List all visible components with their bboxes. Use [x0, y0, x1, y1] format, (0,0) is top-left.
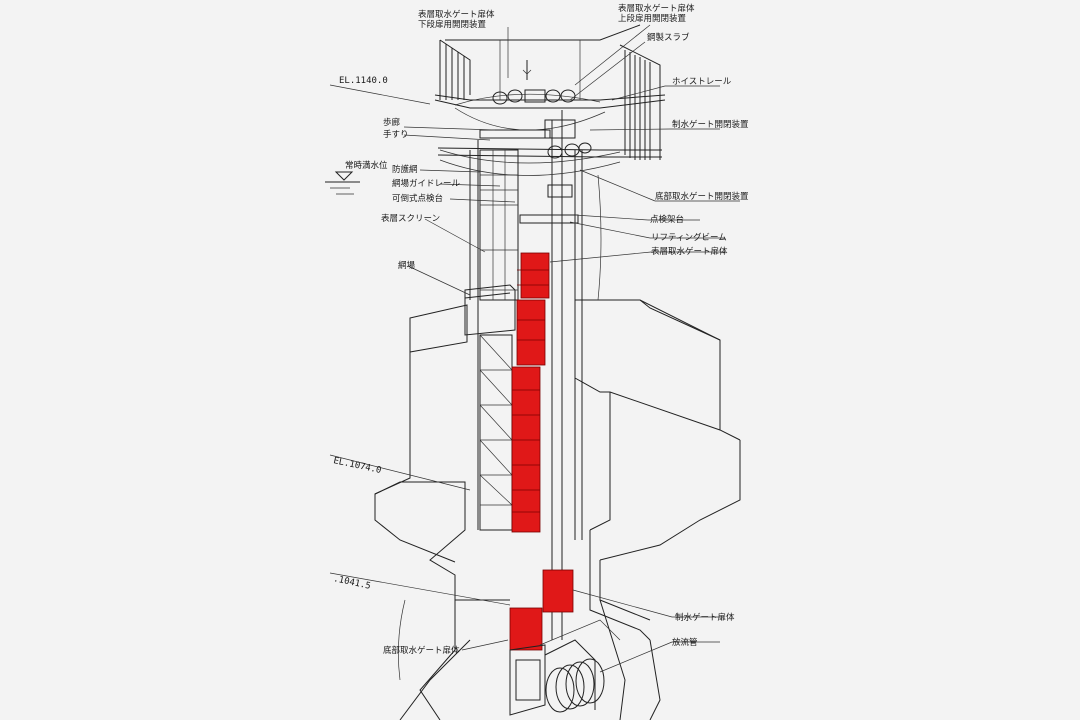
- label-handrail: 手すり: [383, 129, 409, 140]
- label-steel-slab: 鋼製スラブ: [647, 32, 690, 43]
- label-upper-gate-lower-hoist-2: 下段扉用開閉装置: [418, 19, 487, 30]
- label-upper-gate-lower-hoist-1: 表層取水ゲート扉体: [418, 9, 495, 20]
- label-surface-screen: 表層スクリーン: [381, 213, 440, 224]
- label-upper-gate-upper-hoist-2: 上段扉用開閉装置: [618, 13, 687, 24]
- label-upper-gate-upper-hoist-1: 表層取水ゲート扉体: [618, 3, 695, 14]
- label-walkway: 歩廊: [383, 117, 401, 128]
- label-bottom-gate-hoist: 底部取水ゲート開閉装置: [655, 191, 749, 202]
- gate-leaf-1: [520, 252, 550, 299]
- gate-leaf-3: [511, 366, 541, 533]
- surface-screen-assembly: [464, 129, 579, 531]
- label-lifting-beam: リフティングビーム: [651, 232, 727, 243]
- label-control-gate-leaf: 制水ゲート扉体: [675, 612, 735, 623]
- label-screen-guide-rail: 網場ガイドレール: [392, 178, 461, 189]
- label-tilting-inspection-deck: 可倒式点検台: [392, 193, 443, 204]
- surface-intake-gate-leaves: [511, 252, 550, 533]
- label-control-gate-hoist: 制水ゲート開閉装置: [672, 119, 749, 130]
- label-guard-net: 防護網: [392, 164, 418, 175]
- label-upper-gate-leaf: 表層取水ゲート扉体: [651, 246, 728, 257]
- elevation-top: EL.1140.0: [339, 76, 388, 86]
- label-hoist-rail: ホイストレール: [672, 77, 732, 87]
- label-normal-water-level: 常時満水位: [345, 160, 388, 171]
- label-bottom-gate-leaf: 底部取水ゲート扉体: [383, 645, 460, 656]
- bottom-intake-gate-leaf: [509, 607, 543, 651]
- hoist-rail-frame: [434, 24, 666, 160]
- bottom-outlet: [509, 619, 621, 716]
- label-inspection-frame: 点検架台: [650, 214, 684, 225]
- gate-leaf-2: [516, 299, 546, 366]
- concrete-structure: [374, 93, 741, 720]
- leader-lines: [329, 24, 740, 673]
- label-discharge-pipe: 放流管: [672, 637, 698, 648]
- control-gate-leaf: [542, 569, 574, 613]
- water-level-marker: [325, 171, 360, 195]
- label-screen: 網場: [398, 260, 416, 271]
- elevation-middle: EL.1074.0: [332, 456, 382, 476]
